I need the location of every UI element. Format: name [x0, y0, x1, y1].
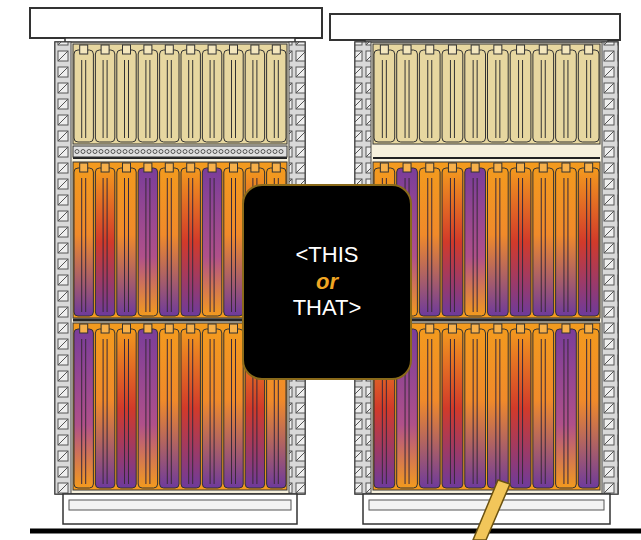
callout-text: THAT> [293, 295, 362, 321]
callout-box: <THISorTHAT> [242, 184, 412, 380]
callout-text: <THIS [296, 242, 359, 268]
pointer-bar [473, 480, 510, 540]
floor-line [30, 529, 641, 534]
callout-text: or [316, 269, 338, 295]
